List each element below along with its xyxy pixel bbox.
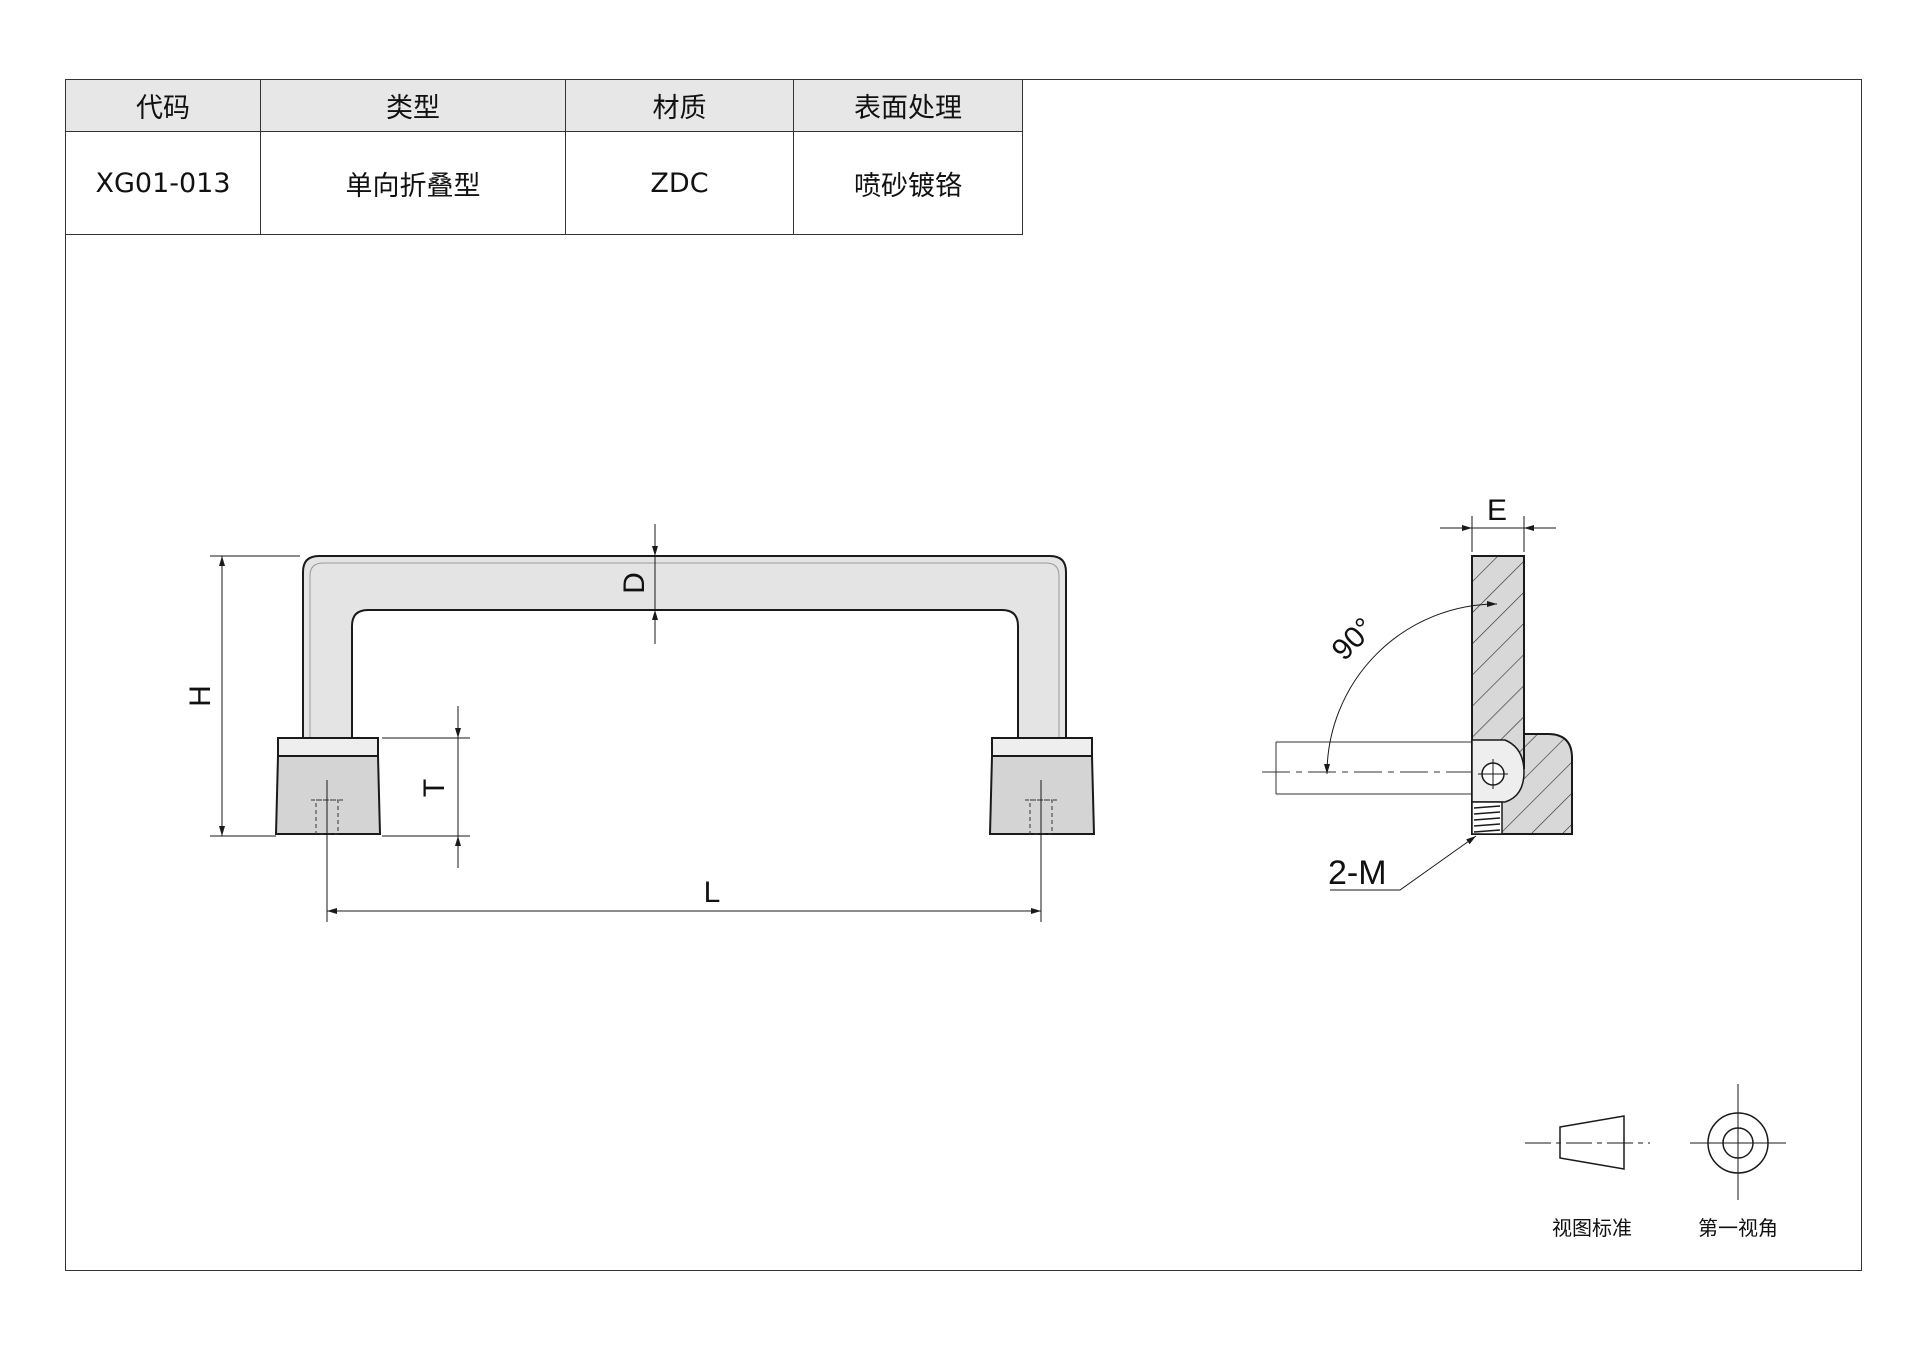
handle-body [302,555,1067,743]
dim-e [1440,516,1556,552]
dim-t-label: T [418,779,451,797]
value-finish: 喷砂镀铬 [793,131,1023,235]
spec-value-row: XG01-013 单向折叠型 ZDC 喷砂镀铬 [65,131,1023,235]
front-view: H D T L [184,524,1096,922]
thread-leader [1330,835,1477,891]
dim-e-label: E [1487,494,1507,527]
first-angle-label: 第一视角 [1698,1216,1778,1240]
value-material: ZDC [565,131,794,235]
value-type: 单向折叠型 [260,131,566,235]
dim-d-label: D [618,572,651,594]
rotation-arc [1324,601,1498,775]
dim-l-label: L [704,876,721,909]
left-base [274,737,382,835]
dim-h-label: H [184,685,217,707]
spec-header-row: 代码 类型 材质 表面处理 [65,79,1023,132]
right-base [988,737,1096,835]
thread-label: 2-M [1328,854,1387,892]
dim-t [382,706,470,868]
header-finish: 表面处理 [793,79,1023,132]
side-view: E 90° 2-M [1262,494,1573,892]
value-code: XG01-013 [65,131,261,235]
header-material: 材质 [565,79,794,132]
dim-h [210,555,300,837]
spec-table: 代码 类型 材质 表面处理 XG01-013 单向折叠型 ZDC 喷砂镀铬 [65,79,1023,235]
projection-symbol [1525,1084,1786,1200]
header-type: 类型 [260,79,566,132]
view-standard-label: 视图标准 [1552,1216,1632,1240]
arm-section [1471,555,1525,769]
